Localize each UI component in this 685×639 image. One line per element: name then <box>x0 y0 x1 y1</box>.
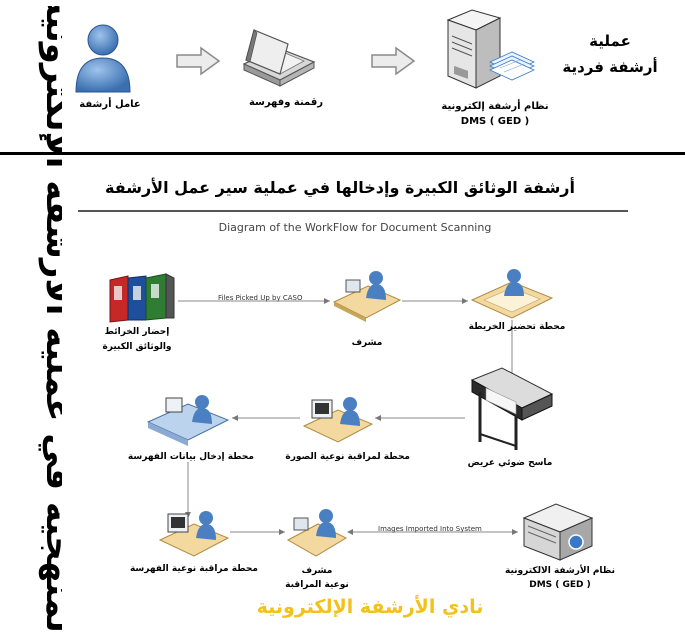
arrow-icon <box>371 46 416 76</box>
top-title-line2: أرشفة فردية <box>562 58 658 76</box>
node-label-mapprep: محطة تحضير الخريطة <box>468 322 566 332</box>
top-title-line1: عملية <box>589 32 631 50</box>
node-label-binders-1: إحضار الخرائط <box>104 327 170 337</box>
index-entry-station-icon <box>146 395 230 446</box>
node-label-binders-2: والوثائق الكبيرة <box>102 342 172 352</box>
step-label-archivist: عامل أرشفة <box>79 99 141 110</box>
main-title: أرشفة الوثائق الكبيرة وإدخالها في عملية … <box>105 178 575 197</box>
node-label-indexentry: محطة إدخال بيانات الفهرسة <box>127 452 254 462</box>
binders-icon <box>109 273 175 323</box>
node-label-dms-2: DMS ( GED ) <box>529 580 591 590</box>
node-label-supervisor1: مشرف <box>351 338 383 348</box>
step-sublabel-dms: DMS ( GED ) <box>460 116 530 127</box>
node-label-indexqa: محطة مراقبة نوعية الفهرسة <box>129 564 258 574</box>
index-qa-station-icon <box>158 511 230 557</box>
supervisor2-workstation-icon <box>286 509 348 557</box>
side-title: المنهجية في عملية الأرشفة الإلكترونية <box>38 6 62 634</box>
step-label-scanning: رقمنة وفهرسة <box>248 97 324 108</box>
dms-server-icon <box>522 503 594 561</box>
title-underline <box>78 210 628 212</box>
image-qa-station-icon <box>302 397 374 443</box>
archivist-person-icon <box>75 24 131 93</box>
diagram-caption: Diagram of the WorkFlow for Document Sca… <box>218 221 492 234</box>
section-divider <box>0 152 685 155</box>
server-documents-icon <box>446 9 535 89</box>
step-label-dms: نظام أرشفة إلكترونية <box>441 101 549 112</box>
footer-brand: نادي الأرشفة الإلكترونية <box>256 596 484 618</box>
edge-label-imported: Images Imported Into System <box>378 525 482 533</box>
edge-label-picked-up: Files Picked Up by CASO <box>218 294 303 302</box>
node-label-imageqa: محطة لمراقبة نوعية الصورة <box>285 452 410 462</box>
top-process-title: عملية أرشفة فردية <box>540 28 680 80</box>
node-label-scanner: ماسح ضوئي عريض <box>467 458 553 468</box>
arrow-icon <box>176 46 221 76</box>
side-title-text: المنهجية في عملية الأرشفة الإلكترونية <box>38 6 62 634</box>
supervisor-workstation-icon <box>332 271 402 322</box>
node-label-supervisor2-2: نوعية المراقبة <box>285 580 349 590</box>
node-label-supervisor2-1: مشرف <box>301 566 333 576</box>
map-prep-station-icon <box>470 269 554 319</box>
flatbed-scanner-icon <box>242 29 316 87</box>
wide-format-scanner-icon <box>470 367 554 450</box>
node-label-dms-1: نظام الأرشفة الالكترونية <box>505 566 615 576</box>
